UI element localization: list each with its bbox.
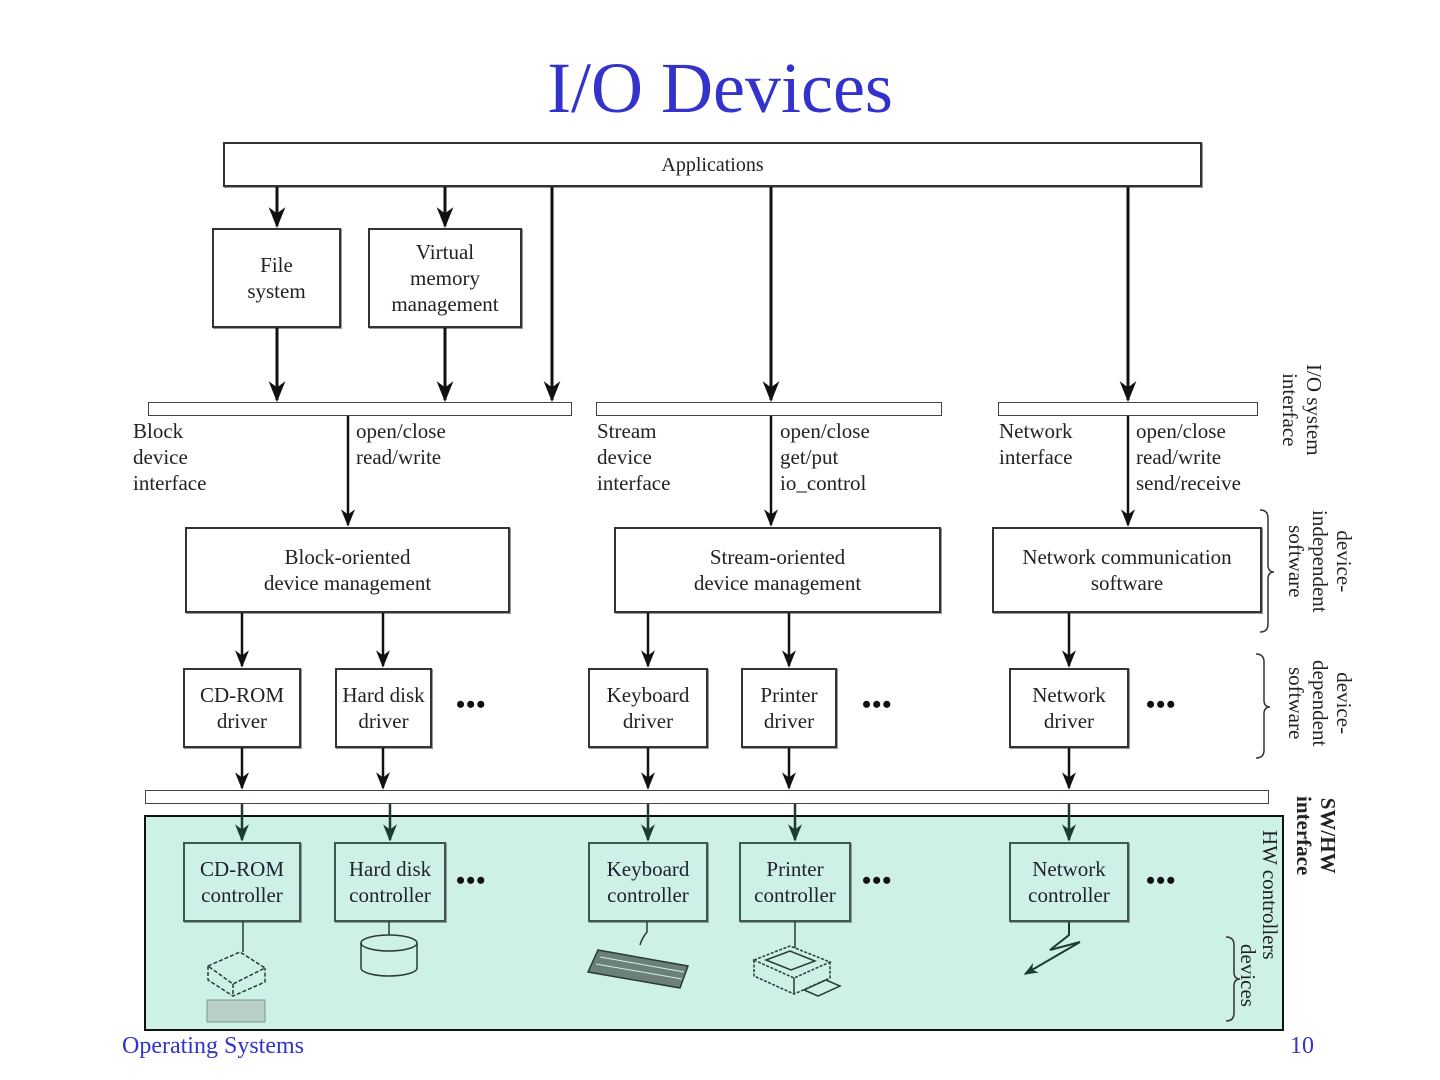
- slide-title: I/O Devices: [547, 48, 893, 128]
- file-system-label: File system: [247, 253, 306, 303]
- network-interface-name: Network interface: [999, 419, 1073, 469]
- stream-interface-ops: open/close get/put io_control: [780, 419, 870, 495]
- file-system-box: File system: [212, 228, 341, 328]
- keyboard-controller-label: Keyboard controller: [606, 857, 690, 907]
- harddisk-controller-box: Hard disk controller: [334, 842, 446, 922]
- stream-interface-name: Stream device interface: [597, 419, 671, 495]
- side-label-device-independent: device- independent software: [1284, 510, 1356, 613]
- driver-ellipsis-block: •••: [456, 690, 487, 719]
- brace-device-dependent: [1255, 653, 1271, 759]
- stream-manager-label: Stream-oriented device management: [693, 545, 862, 595]
- side-label-io-system-interface: I/O system interface: [1278, 364, 1326, 456]
- applications-label: Applications: [661, 153, 764, 176]
- virtual-memory-box: Virtual memory management: [368, 228, 522, 328]
- keyboard-controller-box: Keyboard controller: [588, 842, 708, 922]
- network-controller-box: Network controller: [1009, 842, 1129, 922]
- page-number: 10: [1290, 1033, 1314, 1059]
- network-manager-box: Network communication software: [992, 527, 1262, 613]
- printer-controller-label: Printer controller: [754, 857, 836, 907]
- driver-ellipsis-stream: •••: [862, 690, 893, 719]
- network-interface-bar: [998, 402, 1258, 416]
- network-driver-box: Network driver: [1009, 668, 1129, 748]
- driver-ellipsis-network: •••: [1146, 690, 1177, 719]
- harddisk-driver-box: Hard disk driver: [335, 668, 432, 748]
- brace-device-independent: [1259, 509, 1275, 633]
- printer-driver-label: Printer driver: [760, 683, 818, 733]
- cdrom-controller-label: CD-ROM controller: [199, 857, 284, 907]
- controller-ellipsis-block: •••: [456, 866, 487, 895]
- virtual-memory-label: Virtual memory management: [391, 240, 499, 316]
- stream-manager-box: Stream-oriented device management: [614, 527, 941, 613]
- block-manager-label: Block-oriented device management: [263, 545, 432, 595]
- side-label-hw-controllers: HW controllers: [1258, 830, 1282, 960]
- stream-interface-bar: [596, 402, 942, 416]
- harddisk-controller-label: Hard disk controller: [348, 857, 432, 907]
- network-driver-label: Network driver: [1032, 683, 1106, 733]
- footer-course-title: Operating Systems: [122, 1033, 304, 1059]
- network-manager-label: Network communication software: [1022, 545, 1232, 595]
- controller-ellipsis-network: •••: [1146, 866, 1177, 895]
- side-label-devices: devices: [1236, 944, 1260, 1007]
- keyboard-driver-label: Keyboard driver: [606, 683, 690, 733]
- printer-driver-box: Printer driver: [741, 668, 837, 748]
- sw-hw-interface-bar: [145, 790, 1269, 804]
- network-controller-label: Network controller: [1028, 857, 1110, 907]
- cdrom-controller-box: CD-ROM controller: [183, 842, 301, 922]
- keyboard-driver-box: Keyboard driver: [588, 668, 708, 748]
- side-label-sw-hw-interface: SW/HW interface: [1292, 796, 1340, 876]
- block-interface-bar: [148, 402, 572, 416]
- block-interface-ops: open/close read/write: [356, 419, 446, 469]
- block-manager-box: Block-oriented device management: [185, 527, 510, 613]
- cdrom-driver-box: CD-ROM driver: [183, 668, 301, 748]
- cdrom-driver-label: CD-ROM driver: [199, 683, 284, 733]
- block-interface-name: Block device interface: [133, 419, 207, 495]
- applications-box: Applications: [223, 142, 1202, 187]
- side-label-device-dependent: device- dependent software: [1284, 660, 1356, 747]
- harddisk-driver-label: Hard disk driver: [342, 683, 425, 733]
- network-interface-ops: open/close read/write send/receive: [1136, 419, 1241, 495]
- controller-ellipsis-stream: •••: [862, 866, 893, 895]
- printer-controller-box: Printer controller: [739, 842, 851, 922]
